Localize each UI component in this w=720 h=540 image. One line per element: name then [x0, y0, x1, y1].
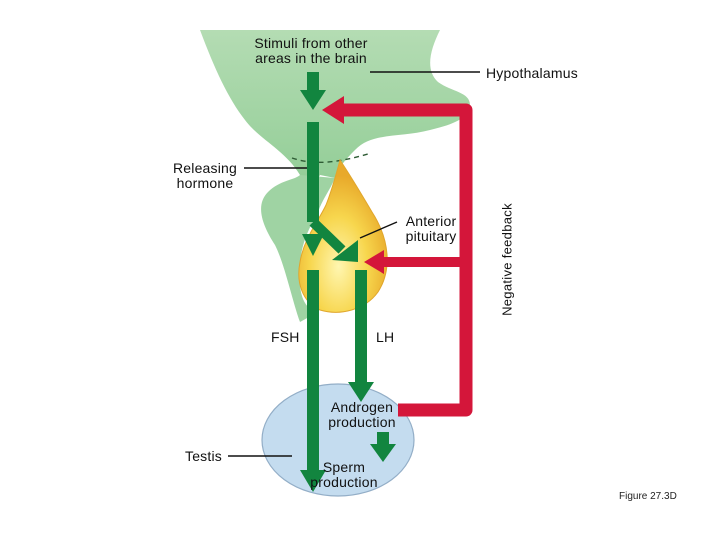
- releasing-hormone-arrowhead-right: [332, 240, 358, 262]
- hypothalamus-region: [200, 30, 470, 212]
- hypothalamus-label: Hypothalamus: [486, 65, 578, 81]
- stimuli-label: Stimuli from other areas in the brain: [254, 35, 368, 66]
- anterior-pituitary-label: Anterior pituitary: [405, 213, 457, 244]
- releasing-hormone-arrowhead-down: [302, 234, 324, 256]
- testis-label: Testis: [185, 448, 222, 464]
- figure-caption: Figure 27.3D: [619, 491, 677, 502]
- releasing-hormone-to-lh-shaft: [309, 218, 346, 254]
- anterior-pituitary-leader-line: [359, 221, 398, 239]
- feedback-arrowhead-hypothalamus: [322, 96, 344, 124]
- lh-arrowhead: [348, 382, 374, 402]
- stimuli-arrowhead: [300, 90, 326, 110]
- fsh-arrowhead: [300, 470, 326, 492]
- testis-gland: [261, 383, 415, 497]
- fsh-label: FSH: [271, 329, 300, 345]
- hypothalamus-pituitary-boundary: [291, 153, 369, 163]
- feedback-arrowhead-pituitary: [364, 250, 384, 274]
- lh-label: LH: [376, 329, 395, 345]
- androgen-production-label: Androgen production: [328, 399, 396, 430]
- sperm-production-label: Sperm production: [310, 459, 378, 490]
- negative-feedback-label: Negative feedback: [499, 203, 515, 316]
- androgen-arrowhead: [370, 444, 396, 462]
- releasing-hormone-label: Releasing hormone: [172, 160, 238, 191]
